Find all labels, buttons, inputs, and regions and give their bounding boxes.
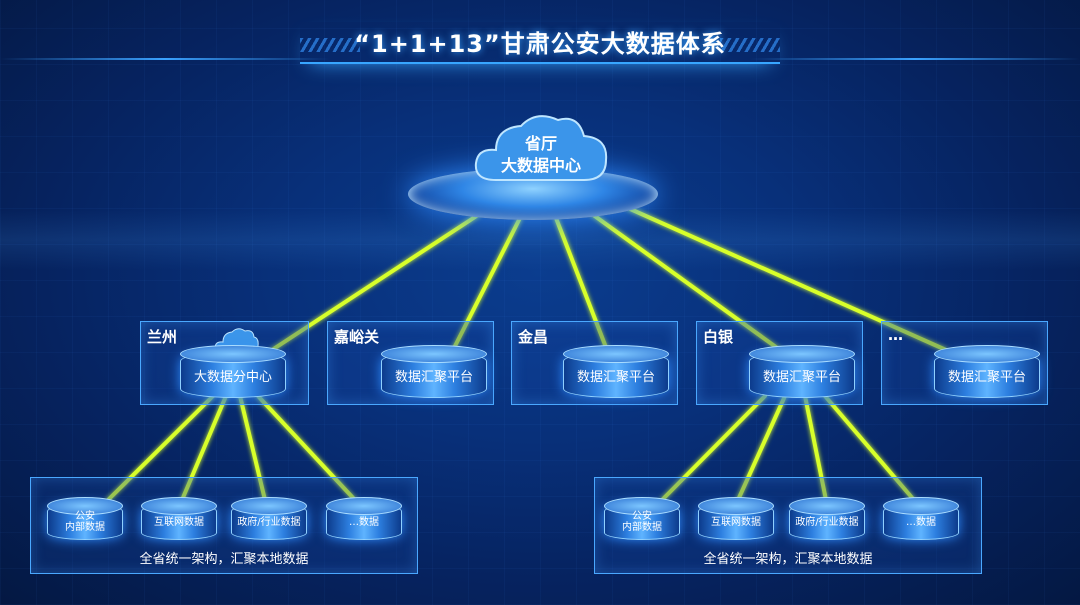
source-line1: 政府/行业数据 bbox=[795, 516, 859, 528]
title-line-right bbox=[750, 58, 1080, 60]
background-glow bbox=[0, 210, 1080, 270]
data-source-node: …数据 bbox=[326, 497, 402, 540]
city-name: 白银 bbox=[703, 328, 734, 346]
source-line1: 公安 bbox=[632, 511, 652, 522]
cloud-icon bbox=[474, 115, 608, 181]
source-line1: …数据 bbox=[906, 516, 936, 528]
title-frame bbox=[300, 22, 780, 64]
title-stripes-right bbox=[720, 38, 780, 52]
data-subcenter-node: 大数据分中心 bbox=[180, 345, 286, 398]
connection-link bbox=[180, 394, 228, 502]
connection-link bbox=[590, 212, 782, 352]
aggregation-platform-node: 数据汇聚平台 bbox=[381, 345, 487, 398]
data-source-node: 公安内部数据 bbox=[604, 497, 680, 540]
data-source-node: 政府/行业数据 bbox=[231, 497, 307, 540]
group-label: 全省统一架构，汇聚本地数据 bbox=[703, 552, 873, 567]
source-line2: 内部数据 bbox=[622, 522, 662, 533]
node-label: 数据汇聚平台 bbox=[394, 369, 473, 385]
connection-link bbox=[823, 394, 916, 502]
connection-link bbox=[660, 394, 767, 502]
center-line2: 大数据中心 bbox=[500, 156, 581, 175]
city-name: 嘉峪关 bbox=[334, 328, 380, 346]
aggregation-platform-node: 数据汇聚平台 bbox=[749, 345, 855, 398]
connection-link bbox=[736, 394, 787, 502]
node-label: 数据汇聚平台 bbox=[576, 369, 655, 385]
source-line2: 内部数据 bbox=[65, 522, 105, 533]
city-name: 兰州 bbox=[147, 328, 178, 346]
connection-link bbox=[256, 394, 357, 502]
page-title: “1+1+13”甘肃公安大数据体系 bbox=[354, 30, 726, 58]
source-line1: 公安 bbox=[75, 511, 95, 522]
center-line1: 省厅 bbox=[524, 134, 557, 153]
source-line1: 互联网数据 bbox=[154, 516, 204, 528]
source-line1: 互联网数据 bbox=[711, 516, 761, 528]
title-banner: “1+1+13”甘肃公安大数据体系 bbox=[0, 0, 1080, 70]
group-label: 全省统一架构，汇聚本地数据 bbox=[139, 552, 309, 567]
data-source-node: 政府/行业数据 bbox=[789, 497, 865, 540]
connection-link bbox=[270, 213, 480, 352]
data-source-node: 互联网数据 bbox=[698, 497, 774, 540]
data-source-node: 公安内部数据 bbox=[47, 497, 123, 540]
node-label: 数据汇聚平台 bbox=[947, 369, 1026, 385]
title-line-left bbox=[0, 58, 330, 60]
data-source-node: 互联网数据 bbox=[141, 497, 217, 540]
city-name: … bbox=[888, 326, 903, 344]
connection-link bbox=[626, 206, 948, 352]
source-line1: …数据 bbox=[349, 516, 379, 528]
aggregation-platform-node: 数据汇聚平台 bbox=[563, 345, 669, 398]
connection-link bbox=[451, 216, 522, 352]
connection-link bbox=[238, 394, 267, 502]
node-label: 数据汇聚平台 bbox=[762, 369, 841, 385]
source-line1: 政府/行业数据 bbox=[237, 516, 301, 528]
title-stripes-left bbox=[300, 38, 360, 52]
center-node-label: 省厅 大数据中心 bbox=[466, 133, 616, 177]
connection-link bbox=[803, 394, 828, 502]
node-label: 大数据分中心 bbox=[193, 369, 272, 385]
aggregation-platform-node: 数据汇聚平台 bbox=[934, 345, 1040, 398]
connection-link bbox=[554, 216, 609, 352]
data-source-node: …数据 bbox=[883, 497, 959, 540]
city-name: 金昌 bbox=[518, 328, 549, 346]
connection-link bbox=[106, 394, 215, 502]
